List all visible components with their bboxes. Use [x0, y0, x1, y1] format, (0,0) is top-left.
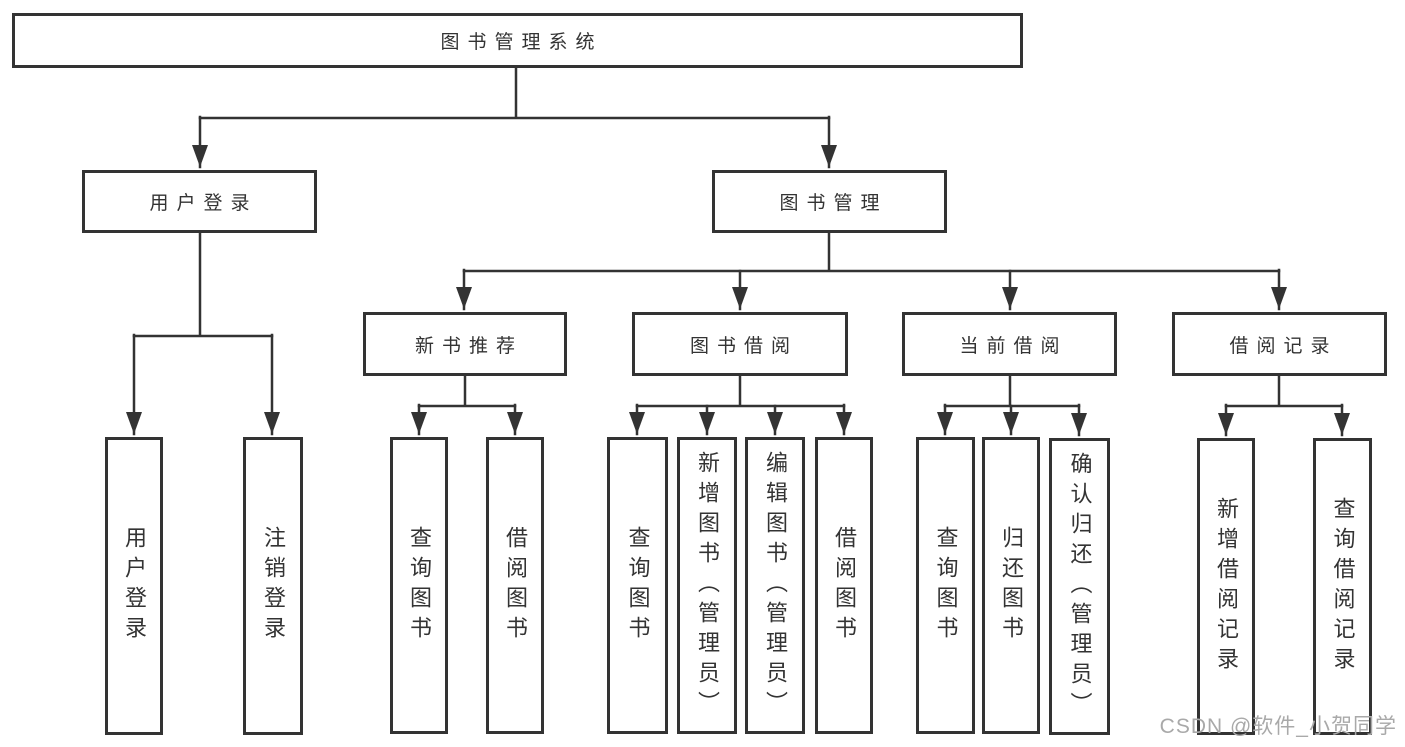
- leaf-query-book-current: 查询图书: [916, 437, 975, 734]
- node-current-borrow: 当前借阅: [902, 312, 1117, 376]
- node-user-login: 用户登录: [82, 170, 317, 233]
- wire-records-branch: [1224, 374, 1344, 408]
- node-book-management: 图书管理: [712, 170, 947, 233]
- wire-login-branch: [132, 231, 274, 338]
- leaf-label: 借阅图书: [832, 525, 857, 646]
- leaf-query-book-borrow: 查询图书: [607, 437, 668, 734]
- node-book-borrow: 图书借阅: [632, 312, 848, 376]
- leaf-add-book-admin: 新增图书（管理员）: [677, 437, 737, 734]
- leaf-label: 查询图书: [407, 525, 432, 646]
- leaf-add-borrow-record: 新增借阅记录: [1197, 438, 1255, 735]
- wire-borrow-branch: [635, 374, 846, 408]
- leaf-query-book-recommend: 查询图书: [390, 437, 448, 734]
- node-borrow-records: 借阅记录: [1172, 312, 1387, 376]
- leaf-label: 用户登录: [122, 526, 147, 646]
- wire-root-branch: [198, 66, 831, 120]
- leaf-label: 新增借阅记录: [1214, 496, 1239, 677]
- wire-recommend-branch: [417, 374, 517, 408]
- leaf-label: 查询借阅记录: [1330, 496, 1356, 677]
- leaf-logout: 注销登录: [243, 437, 303, 735]
- leaf-label: 新增图书（管理员）: [695, 450, 720, 721]
- leaf-label: 确认归还（管理员）: [1067, 451, 1093, 722]
- leaf-return-book: 归还图书: [982, 437, 1040, 734]
- leaf-label: 借阅图书: [503, 525, 528, 646]
- leaf-label: 注销登录: [261, 526, 286, 646]
- leaf-confirm-return-admin: 确认归还（管理员）: [1049, 438, 1110, 735]
- leaf-borrow-book-recommend: 借阅图书: [486, 437, 544, 734]
- node-system-root: 图书管理系统: [12, 13, 1023, 68]
- leaf-label: 归还图书: [999, 525, 1024, 646]
- leaf-label: 编辑图书（管理员）: [763, 450, 788, 721]
- leaf-label: 查询图书: [933, 525, 959, 646]
- leaf-borrow-book: 借阅图书: [815, 437, 873, 734]
- wire-current-branch: [943, 374, 1081, 408]
- leaf-label: 查询图书: [625, 525, 651, 646]
- leaf-edit-book-admin: 编辑图书（管理员）: [745, 437, 805, 734]
- leaf-query-borrow-record: 查询借阅记录: [1313, 438, 1372, 735]
- node-new-book-recommend: 新书推荐: [363, 312, 567, 376]
- wire-mgmt-branch: [462, 231, 1281, 273]
- csdn-watermark: CSDN @软件_小贺同学: [1159, 715, 1397, 738]
- leaf-user-login: 用户登录: [105, 437, 163, 735]
